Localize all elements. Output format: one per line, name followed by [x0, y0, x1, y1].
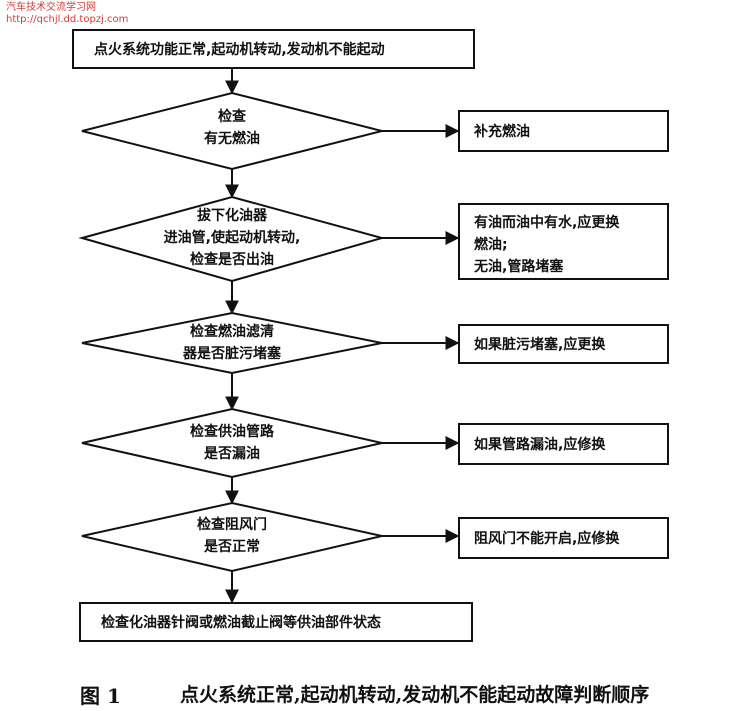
decision-1-line-2: 有无燃油 — [204, 131, 260, 147]
end-text: 检查化油器针阀或燃油截止阀等供油部件状态 — [101, 615, 381, 631]
decision-text-4: 检查供油管路 是否漏油 — [132, 421, 332, 465]
figure-caption: 点火系统正常,起动机转动,发动机不能起动故障判断顺序 — [180, 684, 650, 706]
decision-text-5: 检查阻风门 是否正常 — [132, 514, 332, 558]
action-box-5: 阻风门不能开启,应修换 — [458, 517, 669, 559]
action-box-4: 如果管路漏油,应修换 — [458, 423, 669, 465]
decision-1-line-1: 检查 — [218, 109, 246, 125]
action-5-text: 阻风门不能开启,应修换 — [474, 531, 620, 547]
decision-4-line-1: 检查供油管路 — [190, 424, 274, 440]
decision-2-line-2: 进油管,使起动机转动, — [163, 230, 301, 246]
decision-5-line-2: 是否正常 — [204, 539, 260, 555]
decision-3-line-2: 器是否脏污堵塞 — [183, 346, 281, 362]
decision-text-3: 检查燃油滤清 器是否脏污堵塞 — [132, 321, 332, 365]
action-2-line-2: 燃油; — [474, 237, 508, 253]
action-1-text: 补充燃油 — [474, 124, 530, 140]
action-box-2: 有油而油中有水,应更换 燃油; 无油,管路堵塞 — [458, 203, 669, 280]
end-box: 检查化油器针阀或燃油截止阀等供油部件状态 — [79, 602, 473, 642]
action-2-line-3: 无油,管路堵塞 — [474, 259, 564, 275]
start-box: 点火系统功能正常,起动机转动,发动机不能起动 — [72, 29, 475, 69]
action-box-3: 如果脏污堵塞,应更换 — [458, 324, 669, 364]
decision-3-line-1: 检查燃油滤清 — [190, 324, 274, 340]
decision-text-1: 检查 有无燃油 — [132, 106, 332, 150]
action-2-line-1: 有油而油中有水,应更换 — [474, 215, 620, 231]
watermark-url: http://qchjl.dd.topzj.com — [6, 14, 129, 25]
action-box-1: 补充燃油 — [458, 110, 669, 152]
decision-2-line-1: 拔下化油器 — [197, 208, 267, 224]
decision-4-line-2: 是否漏油 — [204, 446, 260, 462]
decision-text-2: 拔下化油器 进油管,使起动机转动, 检查是否出油 — [122, 205, 342, 271]
decision-2-line-3: 检查是否出油 — [190, 252, 274, 268]
watermark-title: 汽车技术交流学习网 — [6, 2, 96, 13]
watermark: 汽车技术交流学习网 http://qchjl.dd.topzj.com — [6, 2, 128, 26]
start-text: 点火系统功能正常,起动机转动,发动机不能起动 — [94, 42, 385, 58]
action-4-text: 如果管路漏油,应修换 — [474, 437, 606, 453]
action-3-text: 如果脏污堵塞,应更换 — [474, 337, 606, 353]
figure-label: 图 1 — [80, 684, 121, 708]
decision-5-line-1: 检查阻风门 — [197, 517, 267, 533]
